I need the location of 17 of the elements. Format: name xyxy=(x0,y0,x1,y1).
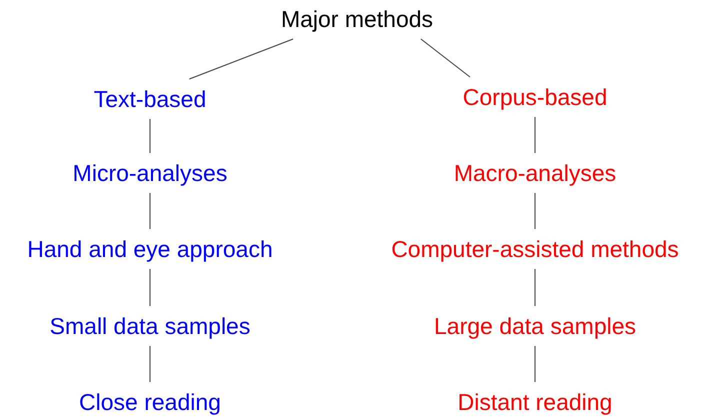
connector-line xyxy=(420,38,470,78)
connector-line xyxy=(188,38,294,80)
connector-line xyxy=(534,268,536,306)
node-label: Small data samples xyxy=(50,306,250,346)
node-label: Computer-assisted methods xyxy=(391,229,679,269)
connector-line xyxy=(534,116,536,154)
node-label: Macro-analyses xyxy=(454,153,616,193)
node-label: Large data samples xyxy=(434,306,636,346)
node-label: Micro-analyses xyxy=(72,153,228,193)
connector-line xyxy=(534,192,536,230)
node-label: Close reading xyxy=(79,382,221,417)
connector-line xyxy=(534,346,536,382)
node-label: Major methods xyxy=(280,0,434,39)
node-label: Hand and eye approach xyxy=(27,229,273,269)
node-label: Text-based xyxy=(94,79,206,119)
node-label: Corpus-based xyxy=(462,77,608,117)
node-label: Distant reading xyxy=(458,382,612,417)
